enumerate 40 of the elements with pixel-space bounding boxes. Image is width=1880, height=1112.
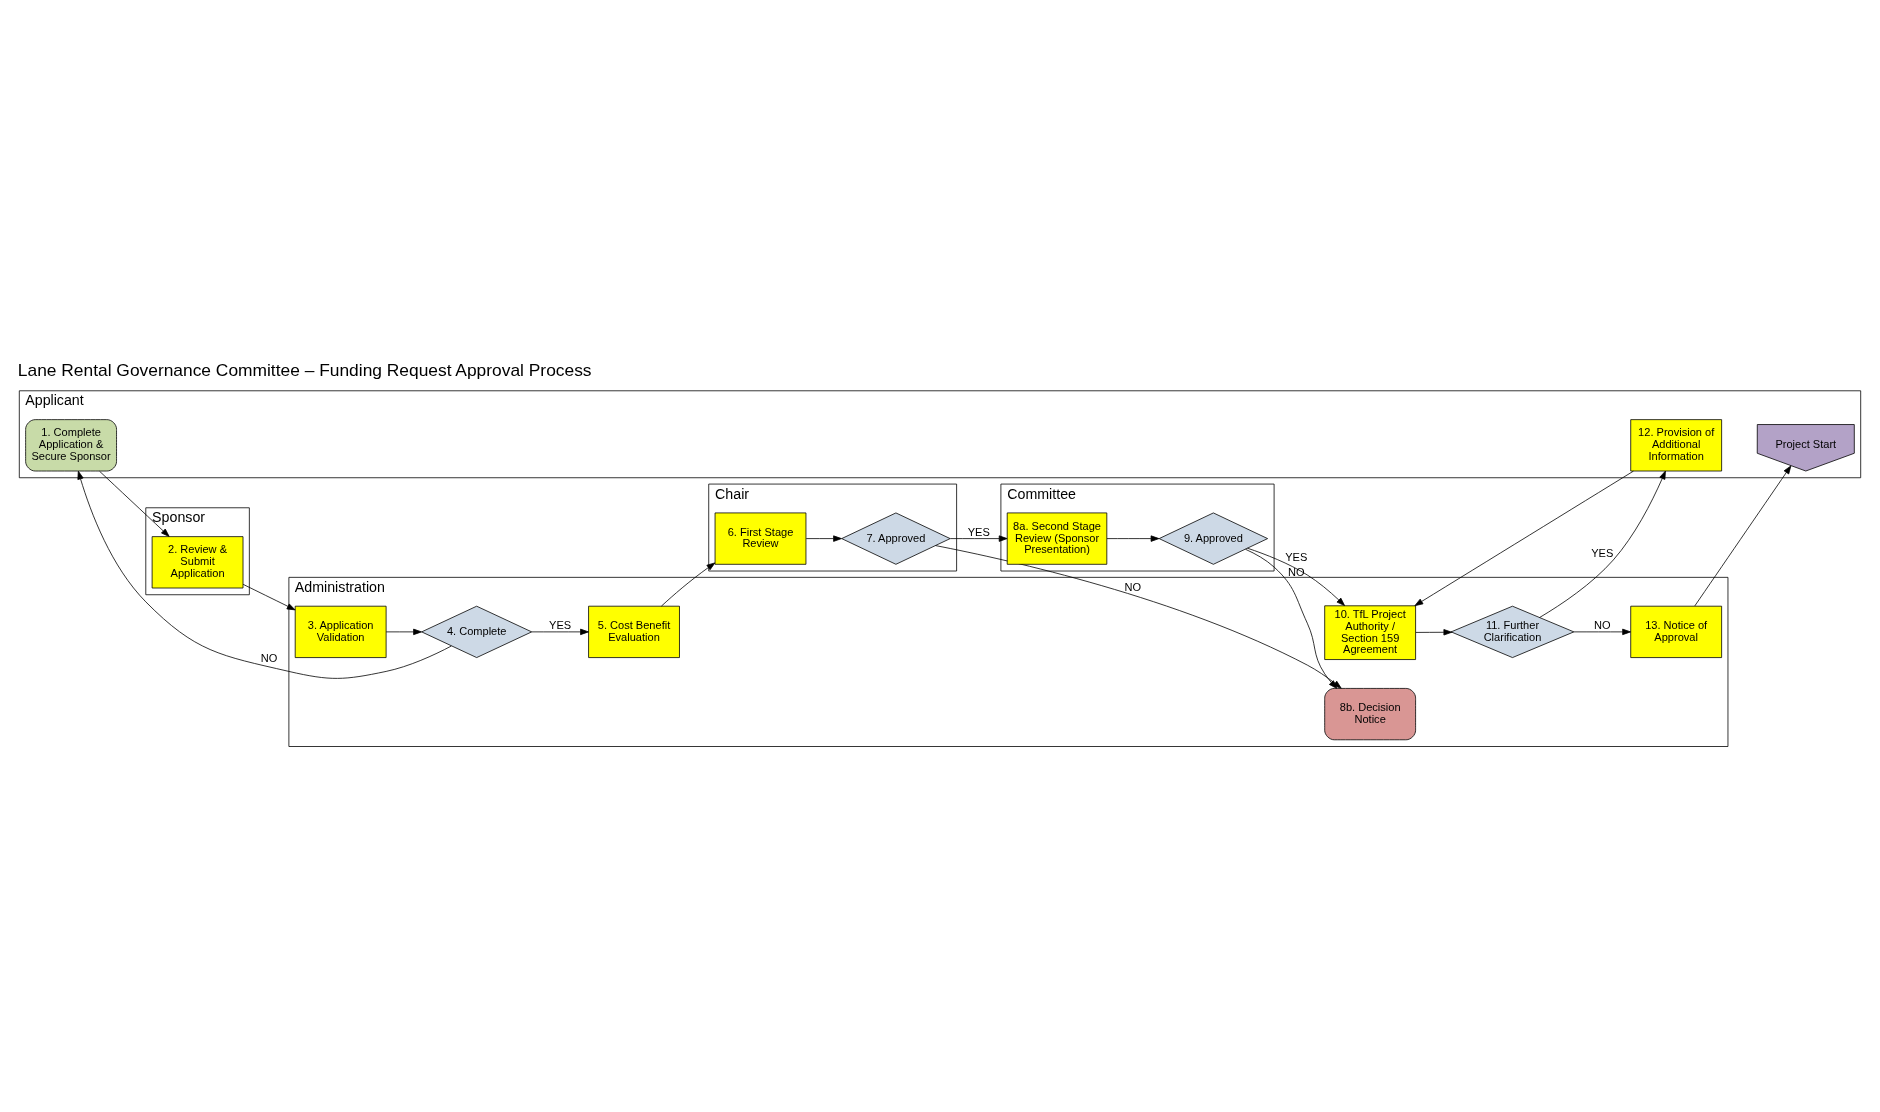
diagram-title: Lane Rental Governance Committee – Funding Request Approval Process <box>17 360 592 381</box>
arrow <box>1106 535 1160 542</box>
node-box: 5. Cost Benefit Evaluation <box>588 605 680 658</box>
node-diamond: 9. Approved <box>1158 512 1268 565</box>
arrow <box>1415 629 1453 636</box>
arrow <box>661 562 716 607</box>
edge-label: NO <box>1593 618 1611 631</box>
edge-label: YES <box>549 618 572 631</box>
node-diamond: 11. Further Clarification <box>1450 605 1575 658</box>
node-diamond: 4. Complete <box>421 605 533 658</box>
arrow <box>935 545 1342 689</box>
edge-label: YES <box>1591 546 1614 559</box>
node-box: 2. Review & Submit Application <box>151 536 244 589</box>
node-diamond: 7. Approved <box>841 512 951 565</box>
arrow <box>805 535 842 542</box>
arrow <box>949 535 1008 542</box>
edge-label: YES <box>1285 550 1308 563</box>
arrow <box>531 628 589 636</box>
node-box: 1. Complete Application & Secure Sponsor <box>25 419 117 472</box>
node-box: 8a. Second Stage Review (Sponsor Presentation) <box>1006 512 1108 565</box>
edge-label: NO <box>260 652 278 665</box>
node-box: 13. Notice of Approval <box>1630 605 1723 658</box>
arrow <box>242 583 296 611</box>
node-box: 12. Provision of Additional Information <box>1630 419 1723 472</box>
arrow <box>1573 628 1631 636</box>
node-box: 6. First Stage Review <box>714 512 807 565</box>
arrow <box>1539 470 1666 618</box>
arrow <box>1247 547 1345 606</box>
arrow <box>1245 548 1338 689</box>
node-box: 3. Application Validation <box>294 605 387 658</box>
node-box: 8b. Decision Notice <box>1324 688 1416 741</box>
edge-label: NO <box>1287 565 1305 578</box>
edge-label: YES <box>967 525 990 538</box>
arrow <box>77 470 452 679</box>
edge-label: NO <box>1124 580 1142 593</box>
arrow <box>385 628 422 636</box>
arrow <box>1694 465 1792 607</box>
node-box: 10. TfL Project Authority / Section 159 Agreement <box>1324 605 1416 660</box>
arrow <box>1414 470 1634 607</box>
arrow <box>99 470 170 537</box>
